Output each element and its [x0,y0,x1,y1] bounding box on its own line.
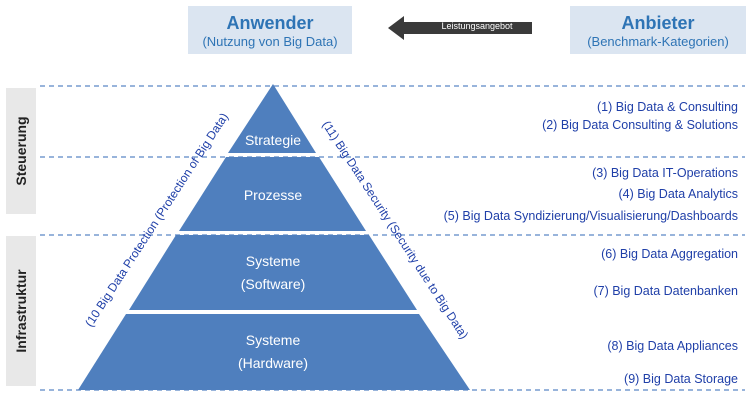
side-label-control: Steuerung [13,116,29,186]
pyramid-level-strategy [228,84,316,153]
side-label-infrastructure: Infrastruktur [13,269,29,353]
pyramid-level-processes [179,157,366,231]
user-title: Anwender [226,13,314,33]
level-sublabel-hardware: (Hardware) [238,355,308,371]
category-item: (6) Big Data Aggregation [601,247,738,261]
level-label-strategy: Strategie [245,132,301,148]
user-header: Anwender (Nutzung von Big Data) [188,6,352,54]
category-item: (9) Big Data Storage [624,372,738,386]
pyramid-level-software [129,235,417,310]
arrow-label: Leistungsangebot [441,21,513,31]
pyramid-level-hardware [78,314,470,390]
category-item: (8) Big Data Appliances [607,339,738,353]
category-item: (2) Big Data Consulting & Solutions [542,118,738,132]
provider-subtitle: (Benchmark-Kategorien) [587,34,729,49]
user-subtitle: (Nutzung von Big Data) [202,34,338,49]
level-sublabel-software: (Software) [241,276,306,292]
provider-header: Anbieter (Benchmark-Kategorien) [570,6,746,54]
side-bar-control: Steuerung [6,88,36,214]
level-label-hardware: Systeme [246,332,301,348]
arrow-icon [388,16,532,40]
level-label-processes: Prozesse [244,187,303,203]
category-item: (4) Big Data Analytics [618,187,739,201]
category-item: (5) Big Data Syndizierung/Visualisierung… [443,209,738,223]
level-label-software: Systeme [246,253,301,269]
category-item: (3) Big Data IT-Operations [592,166,738,180]
provider-title: Anbieter [621,13,695,33]
category-item: (7) Big Data Datenbanken [593,284,738,298]
category-item: (1) Big Data & Consulting [596,100,738,114]
side-bar-infrastructure: Infrastruktur [6,236,36,386]
